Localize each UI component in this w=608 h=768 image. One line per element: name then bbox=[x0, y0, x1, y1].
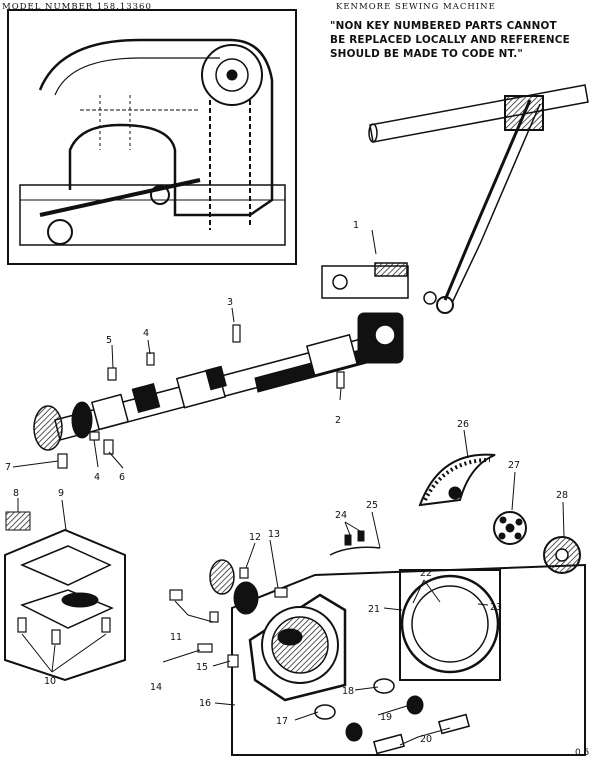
machine-overview-inset bbox=[7, 9, 297, 265]
callout-2: 2 bbox=[335, 415, 341, 426]
callout-13: 13 bbox=[268, 529, 280, 540]
page-number: 0.5 bbox=[575, 748, 590, 758]
callout-4-lower: 4 bbox=[94, 472, 100, 483]
upper-shaft-assembly bbox=[321, 84, 589, 314]
hook-parts-26-28 bbox=[418, 453, 581, 574]
callout-10: 10 bbox=[44, 676, 56, 687]
callout-5: 5 bbox=[106, 335, 112, 346]
callout-23: 23 bbox=[490, 602, 502, 613]
lower-shaft-assembly bbox=[33, 312, 404, 469]
callout-1: 1 bbox=[353, 220, 359, 231]
bed-cover-assembly bbox=[4, 511, 126, 682]
callout-8: 8 bbox=[13, 488, 19, 499]
parts-note: "NON KEY NUMBERED PARTS CANNOT BE REPLAC… bbox=[330, 20, 570, 60]
model-number: MODEL NUMBER 158.13360 bbox=[2, 2, 152, 12]
callout-17: 17 bbox=[276, 716, 288, 727]
callout-3: 3 bbox=[227, 297, 233, 308]
callout-25: 25 bbox=[366, 500, 378, 511]
brand-title: KENMORE SEWING MACHINE bbox=[336, 2, 496, 12]
callout-labels: 1 2 3 4 4 5 6 7 8 9 10 11 12 13 14 15 16… bbox=[5, 220, 568, 745]
callout-6: 6 bbox=[119, 472, 125, 483]
callout-27: 27 bbox=[508, 460, 520, 471]
callout-7: 7 bbox=[5, 462, 11, 473]
callout-18: 18 bbox=[342, 686, 354, 697]
callout-12: 12 bbox=[249, 532, 261, 543]
callout-19: 19 bbox=[380, 712, 392, 723]
callout-24: 24 bbox=[335, 510, 347, 521]
parts-24-25 bbox=[329, 530, 381, 556]
callout-20: 20 bbox=[420, 734, 432, 745]
callout-21: 21 bbox=[368, 604, 380, 615]
callout-26: 26 bbox=[457, 419, 469, 430]
callout-15: 15 bbox=[196, 662, 208, 673]
callout-leaders bbox=[12, 229, 565, 746]
callout-28: 28 bbox=[556, 490, 568, 501]
callout-11: 11 bbox=[170, 632, 182, 643]
callout-4-upper: 4 bbox=[143, 328, 149, 339]
hook-mechanism-assembly bbox=[169, 559, 586, 756]
callout-22: 22 bbox=[420, 568, 432, 579]
callout-14: 14 bbox=[150, 682, 162, 693]
callout-16: 16 bbox=[199, 698, 211, 709]
callout-9: 9 bbox=[58, 488, 64, 499]
